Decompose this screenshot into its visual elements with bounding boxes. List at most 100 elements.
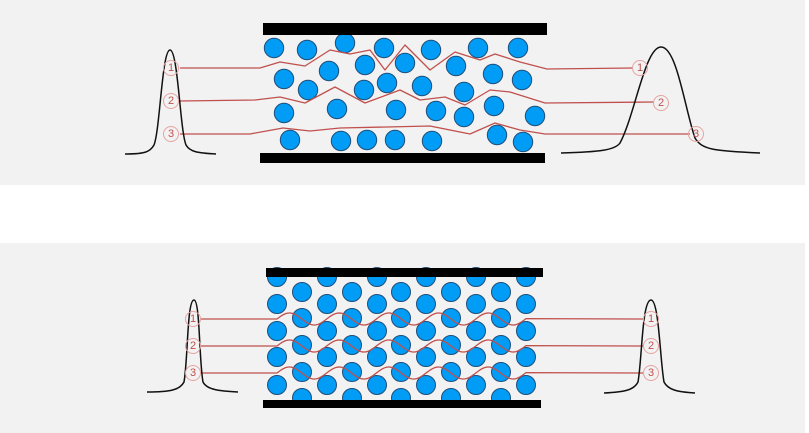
svg-text:2: 2	[190, 340, 196, 352]
svg-text:3: 3	[168, 128, 174, 140]
particle	[491, 282, 511, 302]
outlet-label-1: 1	[632, 60, 648, 76]
particle	[367, 375, 387, 395]
particle	[445, 55, 467, 77]
particle	[441, 362, 461, 382]
inlet-label-2: 2	[163, 93, 179, 109]
particle	[441, 335, 461, 355]
top-wall	[263, 23, 547, 35]
flow-path-1	[201, 312, 644, 326]
ordered-particles	[267, 267, 536, 408]
particle	[491, 308, 511, 328]
particle	[466, 375, 486, 395]
particle	[292, 282, 312, 302]
particle	[467, 37, 489, 59]
particle	[279, 129, 301, 151]
inlet-label-1: 1	[185, 311, 201, 327]
particle	[425, 100, 447, 122]
svg-text:3: 3	[190, 367, 196, 379]
svg-text:2: 2	[658, 97, 664, 109]
particle	[516, 347, 536, 367]
svg-text:2: 2	[648, 340, 654, 352]
particle	[511, 69, 533, 91]
particle	[376, 72, 398, 94]
particle	[330, 130, 352, 152]
particle	[297, 79, 319, 101]
particle	[367, 347, 387, 367]
outlet-peak-curve	[560, 46, 761, 154]
particle	[317, 294, 337, 314]
particle	[342, 362, 362, 382]
svg-text:1: 1	[637, 62, 643, 74]
particle	[411, 75, 433, 97]
outlet-label-2: 2	[653, 95, 669, 111]
particle	[317, 375, 337, 395]
outlet-label-3: 3	[688, 126, 704, 142]
flow-path-3	[180, 122, 690, 135]
inlet-peak-curve	[124, 49, 217, 155]
particle	[516, 375, 536, 395]
particle	[356, 129, 378, 151]
particle	[391, 282, 411, 302]
particle	[263, 37, 285, 59]
inlet-label-2: 2	[185, 338, 201, 354]
particle	[292, 362, 312, 382]
particle	[273, 102, 295, 124]
particle	[486, 124, 508, 146]
svg-text:1: 1	[168, 62, 174, 74]
particle	[317, 321, 337, 341]
particle	[483, 95, 505, 117]
outlet-peak-curve	[603, 299, 696, 394]
particle	[342, 282, 362, 302]
particle	[466, 321, 486, 341]
particle	[267, 321, 287, 341]
particle	[267, 347, 287, 367]
particle	[334, 32, 356, 54]
particle	[326, 98, 348, 120]
particle	[384, 129, 406, 151]
inlet-label-3: 3	[163, 126, 179, 142]
particle	[394, 52, 416, 74]
svg-text:3: 3	[648, 367, 654, 379]
particle	[482, 63, 504, 85]
particle	[416, 347, 436, 367]
flow-path-3	[201, 366, 644, 380]
particle	[420, 39, 442, 61]
particle	[507, 37, 529, 59]
bottom-wall	[260, 153, 545, 163]
particle	[416, 375, 436, 395]
particle	[342, 308, 362, 328]
particle	[267, 375, 287, 395]
particle	[516, 294, 536, 314]
particle	[416, 294, 436, 314]
particle	[267, 294, 287, 314]
particle	[524, 105, 546, 127]
particle	[512, 131, 534, 153]
inlet-label-1: 1	[163, 60, 179, 76]
inlet-label-3: 3	[185, 365, 201, 381]
ordered-flow-paths	[201, 312, 644, 380]
random-packing-diagram: 1 2 3 1 2 3	[124, 23, 761, 163]
outlet-label-3: 3	[643, 365, 659, 381]
flow-path-2	[201, 339, 644, 353]
particle	[292, 335, 312, 355]
particle	[491, 335, 511, 355]
particle	[317, 347, 337, 367]
inlet-peak-curve	[146, 299, 239, 393]
particle	[441, 308, 461, 328]
particle	[466, 347, 486, 367]
particle	[441, 282, 461, 302]
outlet-label-1: 1	[643, 311, 659, 327]
particle	[416, 321, 436, 341]
svg-text:1: 1	[190, 313, 196, 325]
particle	[421, 130, 443, 152]
particle	[453, 106, 475, 128]
top-wall	[266, 268, 543, 277]
particle	[373, 37, 395, 59]
flow-path-1	[180, 44, 634, 71]
particle	[354, 54, 376, 76]
flow-path-2	[179, 86, 655, 106]
particle	[453, 81, 475, 103]
particle	[385, 99, 407, 121]
